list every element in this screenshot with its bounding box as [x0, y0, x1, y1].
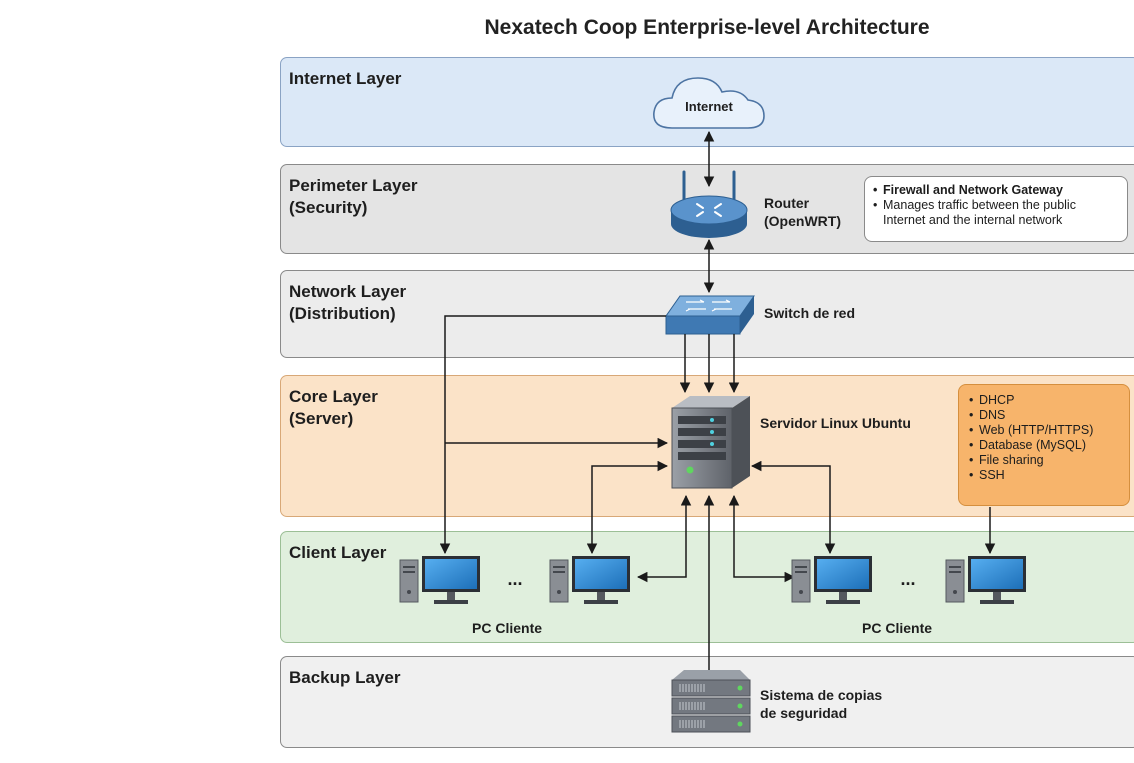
router-label: Router (OpenWRT): [764, 194, 841, 230]
perimeter-layer-subtitle: (Security): [289, 198, 368, 217]
pc-client-3-icon: [791, 556, 872, 604]
clients-right-ellipsis: ...: [900, 569, 915, 589]
switch-left-client-arrow: [439, 315, 666, 555]
router-subtitle: (OpenWRT): [764, 213, 841, 229]
service-item-dns: DNS: [969, 408, 1119, 423]
pc-client-4-icon: [945, 556, 1026, 604]
core-layer-label: Core Layer (Server): [289, 386, 378, 430]
pc-client-2-icon: [549, 556, 630, 604]
perimeter-layer-title: Perimeter Layer: [289, 176, 418, 195]
client3-server-arrow: [728, 494, 796, 583]
router-callout-item: Manages traffic between the public Inter…: [873, 198, 1119, 228]
clients-left-ellipsis: ...: [507, 569, 522, 589]
server-services-list: DHCP DNS Web (HTTP/HTTPS) Database (MySQ…: [969, 393, 1119, 483]
pc-client-right-label: PC Cliente: [862, 619, 932, 637]
pc-client-right-name: PC Cliente: [862, 620, 933, 636]
pc-client-left-label: PC Cliente: [472, 619, 542, 637]
service-item-web: Web (HTTP/HTTPS): [969, 423, 1119, 438]
service-item-file-sharing: File sharing: [969, 453, 1119, 468]
router-callout: Firewall and Network Gateway Manages tra…: [864, 176, 1128, 242]
service-item-ssh: SSH: [969, 468, 1119, 483]
pc-client-left-name: PC Cliente: [472, 620, 543, 636]
router-name: Router: [764, 195, 810, 211]
server-client3-arrow: [750, 460, 836, 555]
internet-layer-title: Internet Layer: [289, 69, 402, 88]
service-item-dhcp: DHCP: [969, 393, 1119, 408]
pc-client-1-icon: [399, 556, 480, 604]
server-label: Servidor Linux Ubuntu: [760, 414, 911, 432]
network-layer-label: Network Layer (Distribution): [289, 281, 406, 325]
backup-storage-icon: [671, 670, 751, 733]
internet-node-label: Internet: [685, 99, 733, 114]
switch-label: Switch de red: [764, 304, 855, 322]
client2-server-arrow: [636, 494, 692, 583]
server-name: Servidor Linux Ubuntu: [760, 415, 911, 431]
internet-layer-label: Internet Layer: [289, 68, 401, 90]
server-icon: [671, 396, 750, 489]
client-layer-title: Client Layer: [289, 543, 387, 562]
server-client2-arrow: [586, 460, 669, 555]
server-services-callout: DHCP DNS Web (HTTP/HTTPS) Database (MySQ…: [958, 384, 1130, 506]
core-layer-title: Core Layer: [289, 387, 378, 406]
perimeter-layer-label: Perimeter Layer (Security): [289, 175, 418, 219]
router-icon: [670, 170, 748, 238]
network-layer-title: Network Layer: [289, 282, 407, 301]
backup-layer-label: Backup Layer: [289, 667, 401, 689]
diagram-title: Nexatech Coop Enterprise-level Architect…: [484, 16, 930, 39]
service-item-database: Database (MySQL): [969, 438, 1119, 453]
core-layer-subtitle: (Server): [289, 409, 354, 428]
client-layer-label: Client Layer: [289, 542, 386, 564]
switch-name: Switch de red: [764, 305, 856, 321]
router-callout-list: Firewall and Network Gateway Manages tra…: [873, 183, 1119, 228]
backup-name-line1: Sistema de copias: [760, 687, 883, 703]
backup-label: Sistema de copias de seguridad: [760, 686, 882, 722]
cloud-icon: Internet: [653, 77, 765, 129]
router-callout-item: Firewall and Network Gateway: [873, 183, 1119, 198]
backup-name-line2: de seguridad: [760, 705, 848, 721]
backup-layer-title: Backup Layer: [289, 668, 401, 687]
network-layer-subtitle: (Distribution): [289, 304, 396, 323]
switch-icon: [665, 295, 755, 335]
